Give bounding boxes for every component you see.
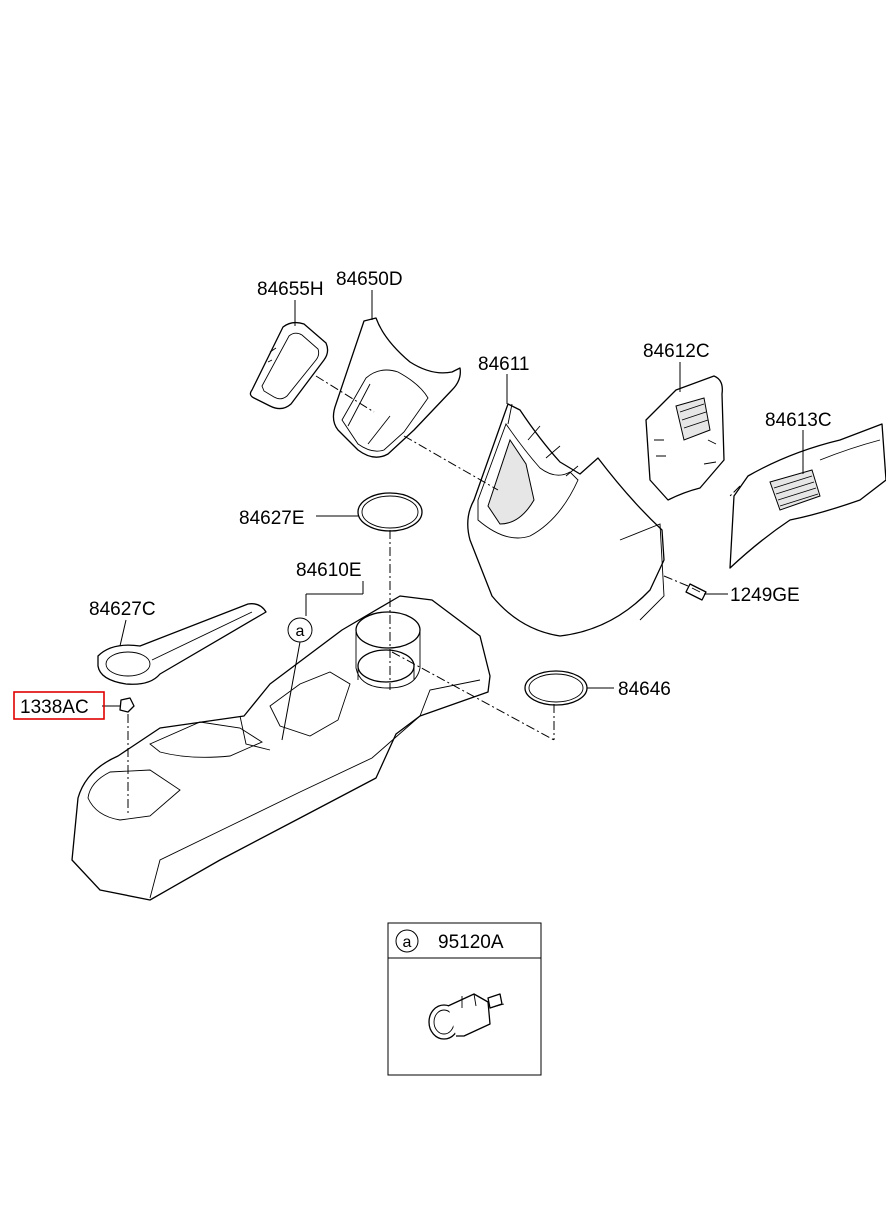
part-84646-mat[interactable] [524,670,588,706]
label-1338ac-highlight [13,691,105,720]
part-84655h-bezel[interactable] [249,321,329,410]
part-84627e-mat[interactable] [357,492,423,532]
label-84655h: 84655H [257,279,324,300]
label-84612c: 84612C [643,341,710,362]
part-84610e-console[interactable] [71,595,491,901]
part-84650d-bezel[interactable] [332,317,461,458]
part-labels: 84655H 84650D 84611 84612C 84613C 84627E… [13,269,832,720]
label-84650d: 84650D [336,269,403,290]
part-95120a-switch[interactable] [428,993,505,1040]
label-84627c: 84627C [89,599,156,620]
part-84611-fascia[interactable] [467,403,665,637]
part-84612c-panel[interactable] [645,375,725,501]
part-84627c-mat[interactable] [97,603,267,685]
callout-marker-letter: a [403,934,412,951]
part-1249ge-screw[interactable] [685,583,707,601]
callout-box[interactable]: a 95120A [387,922,542,1076]
callout-part-number: 95120A [438,932,504,953]
part-1338ac-nut[interactable] [119,697,135,713]
marker-a[interactable]: a [287,617,313,643]
leader-lines [102,290,804,741]
label-1338ac: 1338AC [20,697,89,718]
label-1249ge: 1249GE [730,585,800,606]
assembly-lines [127,375,741,814]
label-84611: 84611 [478,354,529,375]
label-84613c: 84613C [765,410,832,431]
marker-a-letter: a [296,623,305,640]
label-84646: 84646 [618,679,671,700]
part-84613c-panel[interactable] [729,423,886,569]
label-84610e: 84610E [296,560,362,581]
label-84627e: 84627E [239,508,305,529]
